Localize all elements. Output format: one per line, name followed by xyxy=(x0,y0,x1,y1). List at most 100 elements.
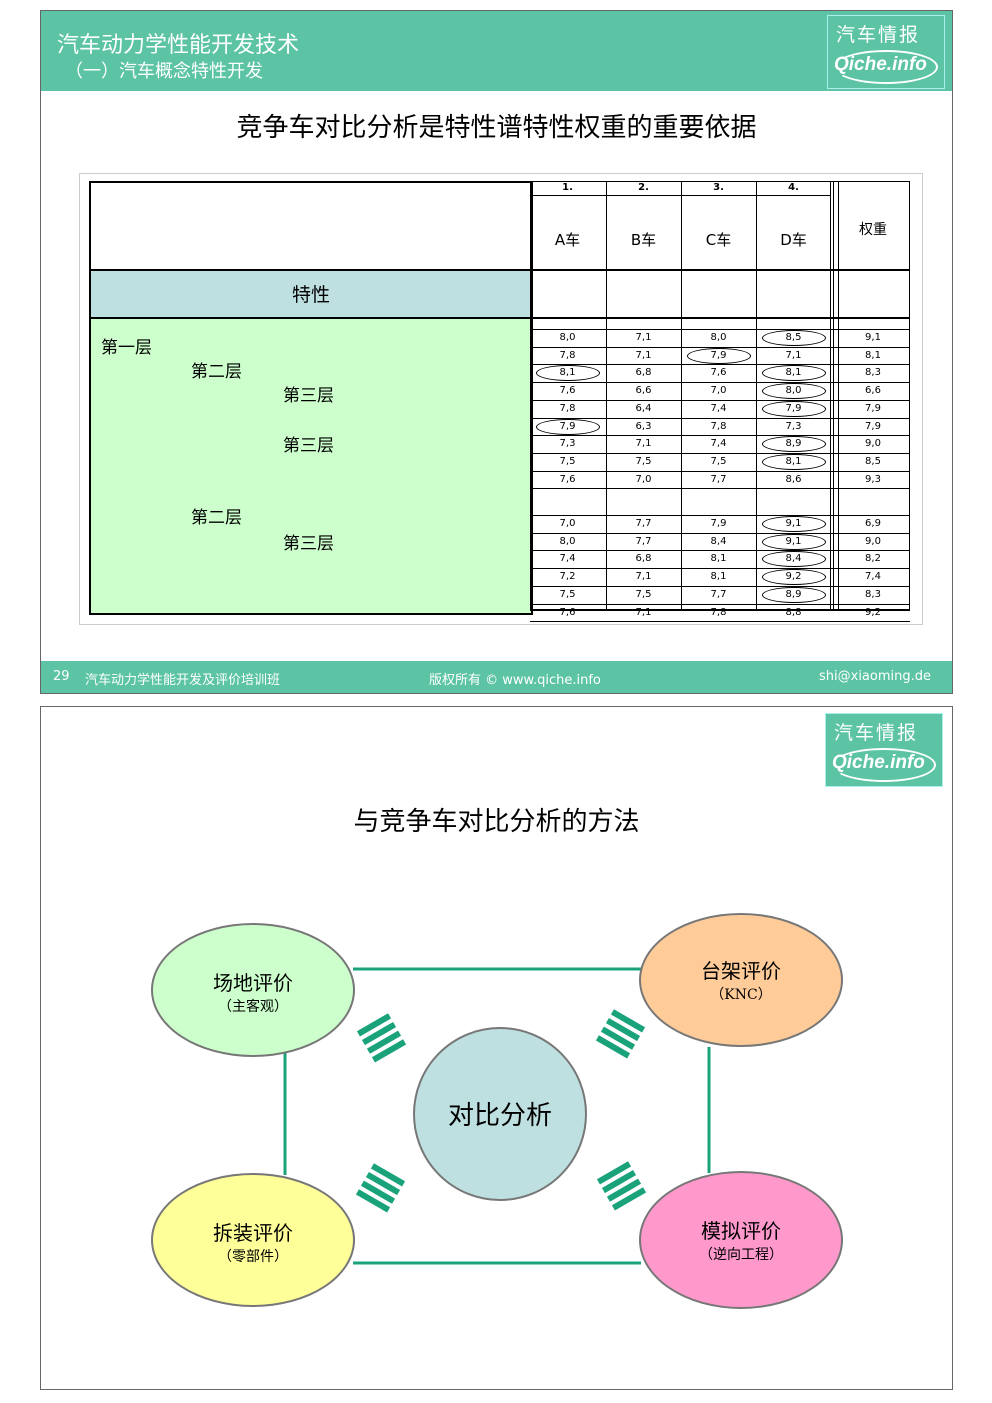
grid-line xyxy=(530,181,910,182)
table-cell: 7,1 xyxy=(635,438,652,449)
grid-line xyxy=(530,453,910,454)
slide-comparison-methods: 汽车情报 Qiche.info 与竞争车对比分析的方法 场地评价 （主客观） 台… xyxy=(40,706,953,1390)
grid-line xyxy=(530,604,910,605)
table-cell: 7,1 xyxy=(635,332,652,343)
trigram-bar xyxy=(601,1169,637,1194)
grid-line xyxy=(530,195,830,196)
column-number: 3. xyxy=(713,182,724,193)
highlight-oval xyxy=(536,365,600,381)
level-3-label: 第三层 xyxy=(283,534,334,554)
grid-line xyxy=(530,382,910,383)
grid-line xyxy=(530,329,910,330)
weight-cell: 9,0 xyxy=(865,438,881,449)
slide-header: 汽车动力学性能开发技术 （一）汽车概念特性开发 xyxy=(41,11,952,91)
grid-line xyxy=(530,400,910,401)
node-field-subtitle: （主客观） xyxy=(218,999,288,1015)
slide-characteristic-weights: 汽车动力学性能开发技术 （一）汽车概念特性开发 汽车情报 Qiche.info … xyxy=(40,10,953,694)
trigram-bar xyxy=(600,1026,636,1050)
trigram-icon xyxy=(596,1161,647,1211)
node-teardown-evaluation: 拆装评价 （零部件） xyxy=(151,1173,355,1307)
trigram-bar xyxy=(370,1163,406,1187)
trigram-bar xyxy=(595,1035,631,1059)
table-cell: 7,1 xyxy=(635,571,652,582)
grid-line xyxy=(756,181,757,611)
table-cell: 7,1 xyxy=(785,350,802,361)
table-cell: 7,8 xyxy=(710,421,727,432)
trigram-bar xyxy=(361,1021,397,1046)
table-cell: 6,8 xyxy=(635,553,652,564)
table-cell: 7,1 xyxy=(635,607,652,618)
header-section-title: （一）汽车概念特性开发 xyxy=(65,61,263,82)
level-2-label: 第二层 xyxy=(191,508,242,528)
trigram-bar xyxy=(605,1017,641,1042)
table-cell: 7,1 xyxy=(635,350,652,361)
grid-line xyxy=(830,181,831,611)
grid-line xyxy=(530,435,910,436)
trigram-bar xyxy=(371,1039,407,1063)
highlight-oval xyxy=(762,551,826,567)
table-cell: 7,6 xyxy=(710,367,727,378)
slide-title: 与竞争车对比分析的方法 xyxy=(353,807,640,837)
table-cell: 7,5 xyxy=(635,456,652,467)
slide-title: 竞争车对比分析是特性谱特性权重的重要依据 xyxy=(236,113,757,143)
table-cell: 8,0 xyxy=(710,332,727,343)
highlight-oval xyxy=(762,401,826,417)
node-teardown-subtitle: （零部件） xyxy=(218,1249,288,1265)
node-comparison-analysis: 对比分析 xyxy=(413,1027,587,1201)
node-simulation-evaluation: 模拟评价 （逆向工程） xyxy=(639,1171,843,1309)
grid-line xyxy=(530,586,910,587)
table-cell: 7,4 xyxy=(710,438,727,449)
qiche-logo: 汽车情报 Qiche.info xyxy=(825,713,943,787)
highlight-oval xyxy=(762,587,826,603)
footer-email: shi@xiaoming.de xyxy=(819,669,931,684)
level-3-label: 第三层 xyxy=(283,436,334,456)
trigram-bar xyxy=(606,1178,642,1202)
grid-line xyxy=(530,621,910,622)
weight-cell: 6,6 xyxy=(865,385,881,396)
table-cell: 7,4 xyxy=(559,553,576,564)
table-cell: 6,3 xyxy=(635,421,652,432)
column-number: 1. xyxy=(562,182,573,193)
table-cell: 8,0 xyxy=(559,332,576,343)
table-frame xyxy=(79,173,923,625)
trigram-bar xyxy=(360,1180,396,1204)
table-cell: 7,5 xyxy=(559,456,576,467)
weight-cell: 9,2 xyxy=(865,607,881,618)
highlight-oval xyxy=(762,383,826,399)
weight-cell: 9,1 xyxy=(865,332,881,343)
grid-line xyxy=(530,609,910,611)
trigram-bar xyxy=(611,1187,647,1211)
logo-cn-text: 汽车情报 xyxy=(834,722,919,744)
column-weight-label: 权重 xyxy=(859,222,887,238)
highlight-oval xyxy=(762,516,826,532)
highlight-oval xyxy=(762,330,826,346)
trigram-bar xyxy=(355,1189,391,1213)
trigram-icon xyxy=(356,1013,407,1063)
weight-cell: 6,9 xyxy=(865,518,881,529)
grid-line xyxy=(530,533,910,534)
table-cell: 8,1 xyxy=(710,553,727,564)
trigram-bar xyxy=(366,1030,402,1054)
weight-cell: 7,4 xyxy=(865,571,881,582)
trigram-icon xyxy=(595,1009,646,1059)
table-cell: 7,0 xyxy=(559,518,576,529)
logo-cn-text: 汽车情报 xyxy=(836,24,921,46)
table-cell: 8,8 xyxy=(785,607,802,618)
table-cell: 7,7 xyxy=(635,518,652,529)
level-1-label: 第一层 xyxy=(101,338,152,358)
table-cell: 7,6 xyxy=(559,607,576,618)
table-cell: 8,1 xyxy=(710,571,727,582)
logo-en-text: Qiche.info xyxy=(832,752,925,773)
grid-line xyxy=(530,568,910,569)
node-rig-evaluation: 台架评价 （KNC） xyxy=(639,913,843,1047)
highlight-oval xyxy=(762,534,826,550)
node-sim-title: 模拟评价 xyxy=(701,1219,781,1243)
table-cell: 7,0 xyxy=(710,385,727,396)
grid-line xyxy=(530,364,910,365)
table-cell: 7,2 xyxy=(559,571,576,582)
footer-copyright: 版权所有 © www.qiche.info xyxy=(429,673,601,688)
grid-line xyxy=(530,550,910,551)
column-car-label: D车 xyxy=(780,231,807,249)
highlight-oval xyxy=(762,436,826,452)
